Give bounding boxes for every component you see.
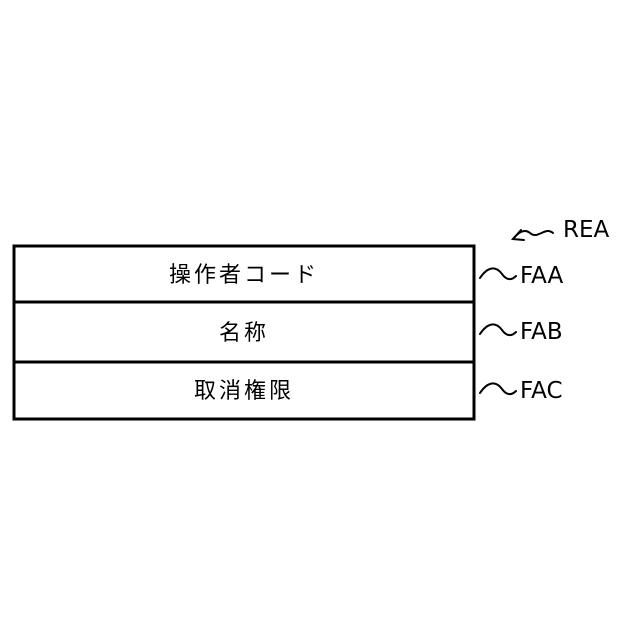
field-ref-label-fab: FAB <box>520 319 563 345</box>
field-ref-leader-fac <box>480 383 516 394</box>
field-label-operator-code: 操作者コード <box>169 263 319 288</box>
field-ref-label-faa: FAA <box>520 263 563 289</box>
record-ref-label: REA <box>563 217 610 243</box>
record-table: 操作者コード 名称 取消権限 <box>14 246 474 419</box>
field-label-cancel-authority: 取消権限 <box>194 379 294 404</box>
field-ref-callout-fac: FAC <box>480 378 563 404</box>
field-ref-leader-fab <box>480 324 516 335</box>
field-ref-callout-fab: FAB <box>480 319 563 345</box>
field-ref-leader-faa <box>480 268 516 279</box>
field-ref-label-fac: FAC <box>520 378 563 404</box>
record-ref-callout: REA <box>513 217 610 243</box>
field-ref-callout-faa: FAA <box>480 263 563 289</box>
field-label-name: 名称 <box>219 321 269 346</box>
